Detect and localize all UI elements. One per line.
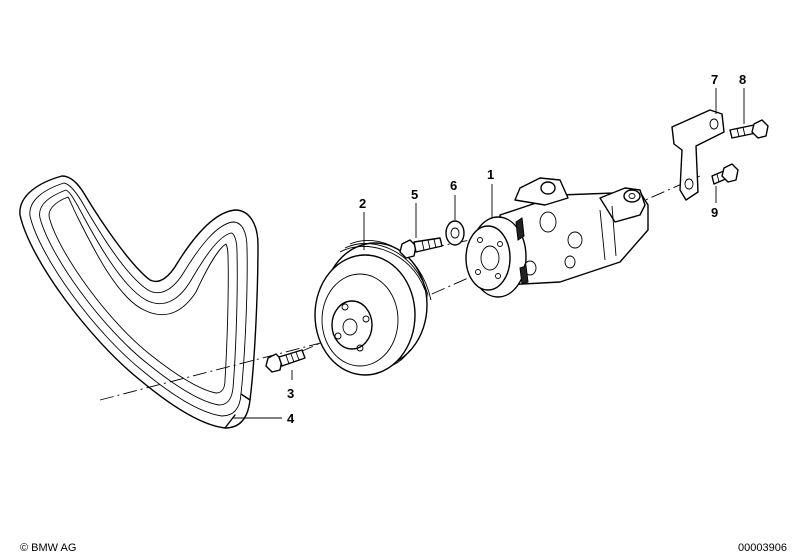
washer-6: [445, 220, 465, 246]
callout-6: 6: [450, 178, 457, 193]
callout-labels: 1 2 3 4 5 6 7 8 9: [287, 72, 746, 426]
callout-5: 5: [411, 187, 418, 202]
bolt-5: [399, 237, 443, 259]
callout-2: 2: [359, 196, 366, 211]
bolt-8: [729, 119, 769, 139]
diagram-id: 00003906: [738, 542, 787, 554]
bracket-7: [671, 109, 725, 201]
callout-4: 4: [287, 411, 295, 426]
bolt-3: [265, 349, 306, 373]
drive-belt: [19, 175, 259, 429]
steering-pump: [465, 177, 649, 298]
callout-9: 9: [711, 205, 718, 220]
callout-7: 7: [711, 72, 718, 87]
pulley: [314, 240, 432, 376]
bolt-9: [711, 163, 739, 185]
callout-1: 1: [487, 167, 494, 182]
leader-lines: [232, 88, 745, 419]
callout-3: 3: [287, 386, 294, 401]
callout-8: 8: [739, 72, 746, 87]
copyright-text: © BMW AG: [20, 542, 76, 554]
